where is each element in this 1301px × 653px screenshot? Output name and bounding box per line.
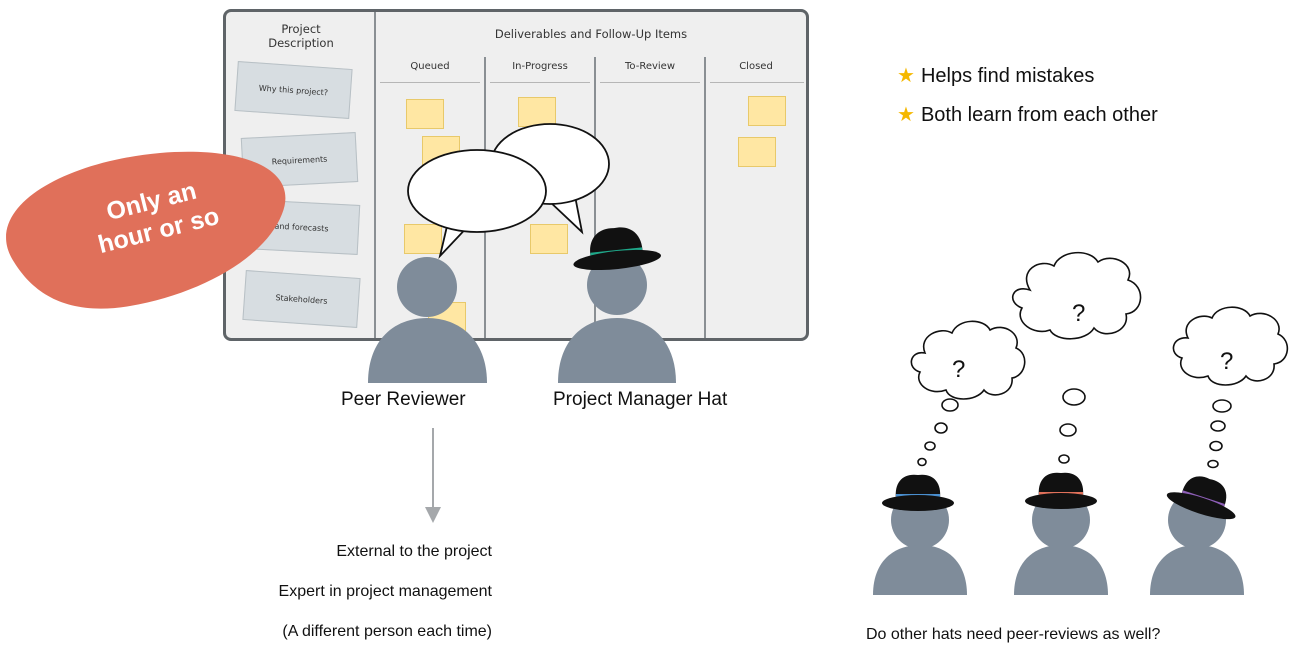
speech-bubble <box>407 149 547 260</box>
sticky-note <box>738 137 776 167</box>
reviewer-trait: Expert in project management <box>278 583 492 600</box>
reviewer-trait: (A different person each time) <box>282 623 492 640</box>
hat-icon <box>1025 472 1097 509</box>
sticky-note <box>406 99 444 129</box>
benefit-item: ★Both learn from each other <box>897 102 1158 127</box>
sticky-note <box>518 97 556 127</box>
thought-cloud <box>1172 306 1289 469</box>
column-divider <box>704 57 706 338</box>
kanban-board: Project Description Deliverables and Fol… <box>223 9 809 341</box>
peer-reviewer-label: Peer Reviewer <box>341 389 466 410</box>
peer-reviewer-figure <box>368 257 487 383</box>
project-description-header: Project Description <box>268 22 334 50</box>
sticky-note <box>748 96 786 126</box>
thought-cloud <box>1011 251 1142 464</box>
column-header-queued: Queued <box>410 61 450 72</box>
other-hats-question: Do other hats need peer-reviews as well? <box>866 626 1161 643</box>
benefit-text: Helps find mistakes <box>920 65 1095 87</box>
thought-cloud <box>910 320 1026 467</box>
down-arrow-icon <box>425 428 441 523</box>
hat-icon <box>1166 476 1236 520</box>
column-header-to-review: To-Review <box>625 61 675 72</box>
project-manager-figure <box>558 255 676 383</box>
question-mark: ? <box>1220 348 1234 375</box>
column-rule <box>710 82 804 83</box>
sticky-note <box>404 224 442 254</box>
badge-blob <box>6 151 286 309</box>
column-rule <box>600 82 700 83</box>
column-divider <box>594 57 596 338</box>
column-rule <box>380 82 480 83</box>
question-mark: ? <box>952 356 966 383</box>
hat-icon <box>882 474 954 511</box>
column-header-in-progress: In-Progress <box>512 61 568 72</box>
benefit-item: ★Helps find mistakes <box>897 63 1094 88</box>
star-icon: ★ <box>897 104 915 126</box>
column-rule <box>490 82 590 83</box>
question-mark: ? <box>1072 300 1086 327</box>
project-manager-label: Project Manager Hat <box>553 389 728 410</box>
reviewer-trait: External to the project <box>336 543 492 560</box>
deliverables-header: Deliverables and Follow-Up Items <box>494 27 688 41</box>
column-header-closed: Closed <box>739 61 773 72</box>
benefit-text: Both learn from each other <box>920 104 1158 126</box>
sticky-note <box>530 224 568 254</box>
star-icon: ★ <box>897 65 915 87</box>
column-divider <box>374 12 376 338</box>
hat-icon <box>573 227 661 271</box>
